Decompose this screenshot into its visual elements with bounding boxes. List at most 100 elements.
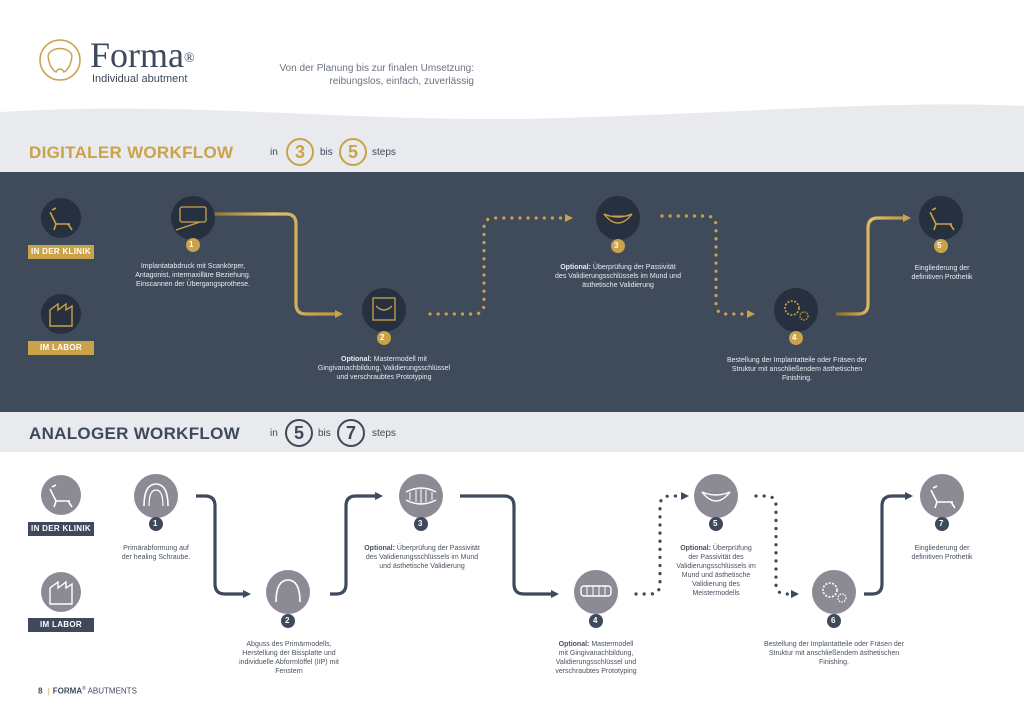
analog-connector-2-3 [330, 492, 383, 596]
analog-step-7-line-2: definitiven Prothetik [911, 554, 973, 561]
analog-step-5-number: 5 [713, 519, 718, 528]
digital-step-5-line-1: Eingliederung der [914, 265, 970, 272]
analog-clinic-badge: IN DER KLINIK [28, 522, 94, 536]
tagline-line-2: reibungslos, einfach, zuverlässig [329, 76, 474, 87]
analog-step-5-line-4: Mund und ästhetische [681, 572, 751, 579]
digital-step-1-node [171, 196, 215, 252]
analog-step-7-number: 7 [939, 519, 944, 528]
digital-step-5-number: 5 [937, 241, 942, 250]
analog-step-4-line-4: verschraubtes Prototyping [555, 668, 637, 675]
page-number: 8 [38, 686, 43, 696]
digital-step-1-description: Implantatabdruck mit Scankörper, Antagon… [118, 262, 268, 289]
analog-step-2-line-4: Fenstern [275, 668, 303, 675]
digital-step-2-number: 2 [380, 333, 385, 342]
analog-step-1-line-2: der healing Schraube. [121, 554, 191, 561]
analog-step-1-line-1: Primärabformung auf [123, 545, 189, 552]
analog-step-6-node [812, 570, 856, 628]
page-footer: 8 |FORMA® ABUTMENTS [38, 686, 137, 696]
digital-step-3-line-1: Überprüfung der Passivität [590, 264, 676, 271]
analog-step-4-line-2: mit Gingivanachbildung, [558, 650, 634, 657]
analog-step-6-line-3: Finishing. [819, 659, 849, 666]
analog-step-3-line-1: Überprüfung der Passivität [394, 545, 480, 552]
analog-steps-word: steps [372, 428, 396, 439]
analog-bis-word: bis [318, 428, 331, 439]
digital-step-1-line-1: Implantatabdruck mit Scankörper, [140, 263, 246, 270]
analog-connector-4-5 [634, 492, 689, 596]
digital-connector-4-5 [836, 214, 911, 316]
analog-step-5-line-3: Validierungsschlüssels im [676, 563, 756, 570]
analog-step-3-number: 3 [418, 519, 423, 528]
digital-steps-word: steps [372, 147, 396, 158]
digital-step-2-description: Optional: Mastermodell mit Gingivanachbi… [314, 355, 454, 382]
digital-in-word: in [270, 147, 278, 158]
digital-clinic-icon [41, 198, 81, 238]
analog-lab-badge: IM LABOR [28, 618, 94, 632]
analog-step-5-line-2: der Passivität des [688, 554, 744, 561]
analog-step-1-node [134, 474, 178, 531]
digital-connectors [205, 212, 911, 318]
analog-step-5-node [694, 474, 738, 531]
analog-step-4-line-3: Validierungsschlüssel und [555, 659, 637, 666]
analog-header-band [0, 412, 1024, 452]
analog-step-5-optional: Optional: [680, 545, 711, 552]
footer-divider: | [47, 686, 50, 696]
analog-lab-icon [41, 572, 81, 612]
digital-connector-1-2 [205, 212, 343, 318]
brand-subtitle: Individual abutment [92, 73, 188, 85]
digital-clinic-badge: IN DER KLINIK [28, 245, 94, 259]
digital-step-3-optional: Optional: [560, 264, 591, 271]
analog-step-3-node [399, 474, 443, 531]
digital-bis-word: bis [320, 147, 333, 158]
digital-step-4-description: Bestellung der Implantatteile oder Fräse… [716, 356, 878, 383]
analog-connector-1-2 [196, 494, 251, 598]
analog-step-4-description: Optional: Mastermodell mit Gingivanachbi… [546, 640, 646, 676]
analog-in-word: in [270, 428, 278, 439]
digital-lab-icon [41, 294, 81, 334]
analog-step-2-line-2: Herstellung der Bissplatte und [242, 650, 336, 657]
analog-step-5-line-5: Validierung des [692, 581, 740, 588]
analog-step-3-line-3: und ästhetische Validierung [379, 563, 465, 570]
analog-step-4-number: 4 [593, 616, 598, 625]
analog-step-5-line-1: Überprüfung [710, 545, 752, 552]
analog-step-7-line-1: Eingliederung der [914, 545, 970, 552]
analog-step-5-line-6: Meistermodells [692, 590, 740, 597]
analog-step-7-description: Eingliederung der definitiven Prothetik [896, 544, 988, 562]
analog-connector-6-7 [864, 492, 913, 596]
digital-step-4-node [774, 288, 818, 345]
analog-connector-5-6 [754, 494, 799, 598]
analog-step-4-line-1: Mastermodell [589, 641, 634, 648]
digital-workflow-title: DIGITALER WORKFLOW [29, 143, 234, 162]
digital-min-steps: 3 [286, 138, 314, 166]
digital-max-steps: 5 [339, 138, 367, 166]
digital-step-3-line-3: ästhetische Validierung [582, 282, 654, 289]
brand-text: Forma [90, 35, 184, 75]
analog-step-2-line-1: Abguss des Primärmodells, [246, 641, 332, 648]
digital-step-3-number: 3 [614, 241, 619, 250]
digital-step-3-description: Optional: Überprüfung der Passivität des… [546, 263, 690, 290]
digital-step-3-node [596, 196, 640, 253]
digital-step-4-line-1: Bestellung der Implantatteile oder Fräse… [726, 357, 868, 364]
analog-step-2-line-3: individuelle Abformlöffel (IIP) mit [239, 659, 339, 666]
analog-min-steps: 5 [285, 419, 313, 447]
analog-step-2-description: Abguss des Primärmodells, Herstellung de… [228, 640, 350, 676]
analog-connectors [196, 492, 913, 598]
analog-step-6-line-2: Struktur mit anschließendem ästhetischen [768, 650, 900, 657]
digital-connector-2-3 [428, 214, 573, 316]
digital-step-1-line-3: Einscannen der Übergangsprothese. [135, 281, 251, 288]
analog-connector-3-4 [460, 494, 559, 598]
digital-step-1-number: 1 [189, 240, 194, 249]
digital-step-1-line-2: Antagonist, intermaxilläre Beziehung. [135, 272, 251, 279]
analog-step-7-node [920, 474, 964, 531]
analog-step-3-line-2: des Validierungsschlüssels im Mund [365, 554, 479, 561]
analog-max-steps: 7 [337, 419, 365, 447]
analog-clinic-icon [41, 475, 81, 515]
analog-step-2-number: 2 [285, 616, 290, 625]
footer-registered-mark: ® [82, 686, 86, 692]
forma-logo-icon [39, 39, 81, 81]
brand-name: Forma® [90, 35, 195, 75]
analog-step-6-number: 6 [831, 616, 836, 625]
analog-step-1-number: 1 [153, 519, 158, 528]
analog-step-4-optional: Optional: [558, 641, 590, 648]
analog-step-5-description: Optional: Überprüfung der Passivität des… [670, 544, 762, 598]
